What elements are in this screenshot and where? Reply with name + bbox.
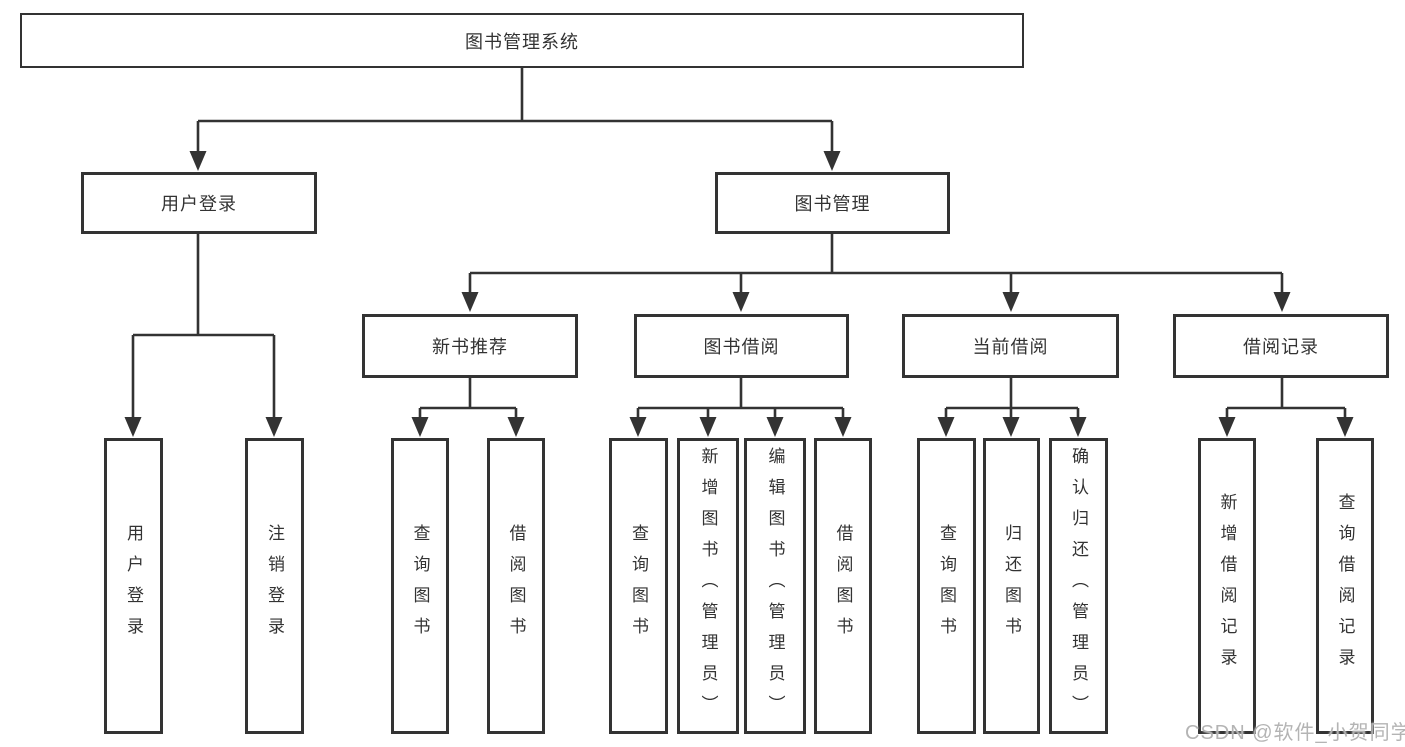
node-label: 图书管理系统 xyxy=(465,31,579,52)
node-label: 新增图书（管理员） xyxy=(698,446,718,726)
node-label: 借阅记录 xyxy=(1243,337,1319,357)
node-label: 注销登录 xyxy=(265,524,284,648)
node-label: 新书推荐 xyxy=(432,337,508,357)
node-label: 借阅图书 xyxy=(833,524,853,648)
node-label: 查询图书 xyxy=(410,524,430,648)
node-label: 用户登录 xyxy=(124,524,143,648)
leaf-borrow-borrow-book: 借阅图书 xyxy=(814,438,872,734)
leaf-recommend-query-book: 查询图书 xyxy=(391,438,449,734)
leaf-records-add-record: 新增借阅记录 xyxy=(1198,438,1256,734)
node-label: 图书管理 xyxy=(794,194,871,214)
leaf-records-query-record: 查询借阅记录 xyxy=(1316,438,1374,734)
csdn-watermark: CSDN @软件_小贺同学 xyxy=(1185,722,1405,744)
leaf-current-query-book: 查询图书 xyxy=(917,438,976,734)
node-label: 编辑图书（管理员） xyxy=(765,446,785,726)
node-label: 查询图书 xyxy=(629,524,648,648)
node-label: 归还图书 xyxy=(1002,524,1021,648)
node-current-borrow: 当前借阅 xyxy=(902,314,1119,378)
node-book-management: 图书管理 xyxy=(715,172,950,234)
node-label: 新增借阅记录 xyxy=(1217,493,1237,679)
node-label: 当前借阅 xyxy=(972,337,1049,357)
node-label: 查询借阅记录 xyxy=(1335,493,1355,679)
leaf-borrow-edit-book-admin: 编辑图书（管理员） xyxy=(744,438,806,734)
node-new-book-recommend: 新书推荐 xyxy=(362,314,578,378)
node-user-login: 用户登录 xyxy=(81,172,317,234)
node-label: 确认归还（管理员） xyxy=(1069,446,1088,726)
leaf-current-confirm-return-admin: 确认归还（管理员） xyxy=(1049,438,1108,734)
node-label: 图书借阅 xyxy=(703,337,780,357)
leaf-borrow-query-book: 查询图书 xyxy=(609,438,668,734)
node-borrow-records: 借阅记录 xyxy=(1173,314,1389,378)
leaf-user-login: 用户登录 xyxy=(104,438,163,734)
node-label: 借阅图书 xyxy=(506,524,526,648)
tree-branch-lines xyxy=(131,68,1347,421)
leaf-recommend-borrow-book: 借阅图书 xyxy=(487,438,545,734)
root-node-library-system: 图书管理系统 xyxy=(20,13,1024,68)
leaf-current-return-book: 归还图书 xyxy=(983,438,1040,734)
node-label: 查询图书 xyxy=(937,524,956,648)
leaf-logout: 注销登录 xyxy=(245,438,304,734)
leaf-borrow-add-book-admin: 新增图书（管理员） xyxy=(677,438,739,734)
node-label: 用户登录 xyxy=(161,194,237,214)
node-book-borrow: 图书借阅 xyxy=(634,314,849,378)
